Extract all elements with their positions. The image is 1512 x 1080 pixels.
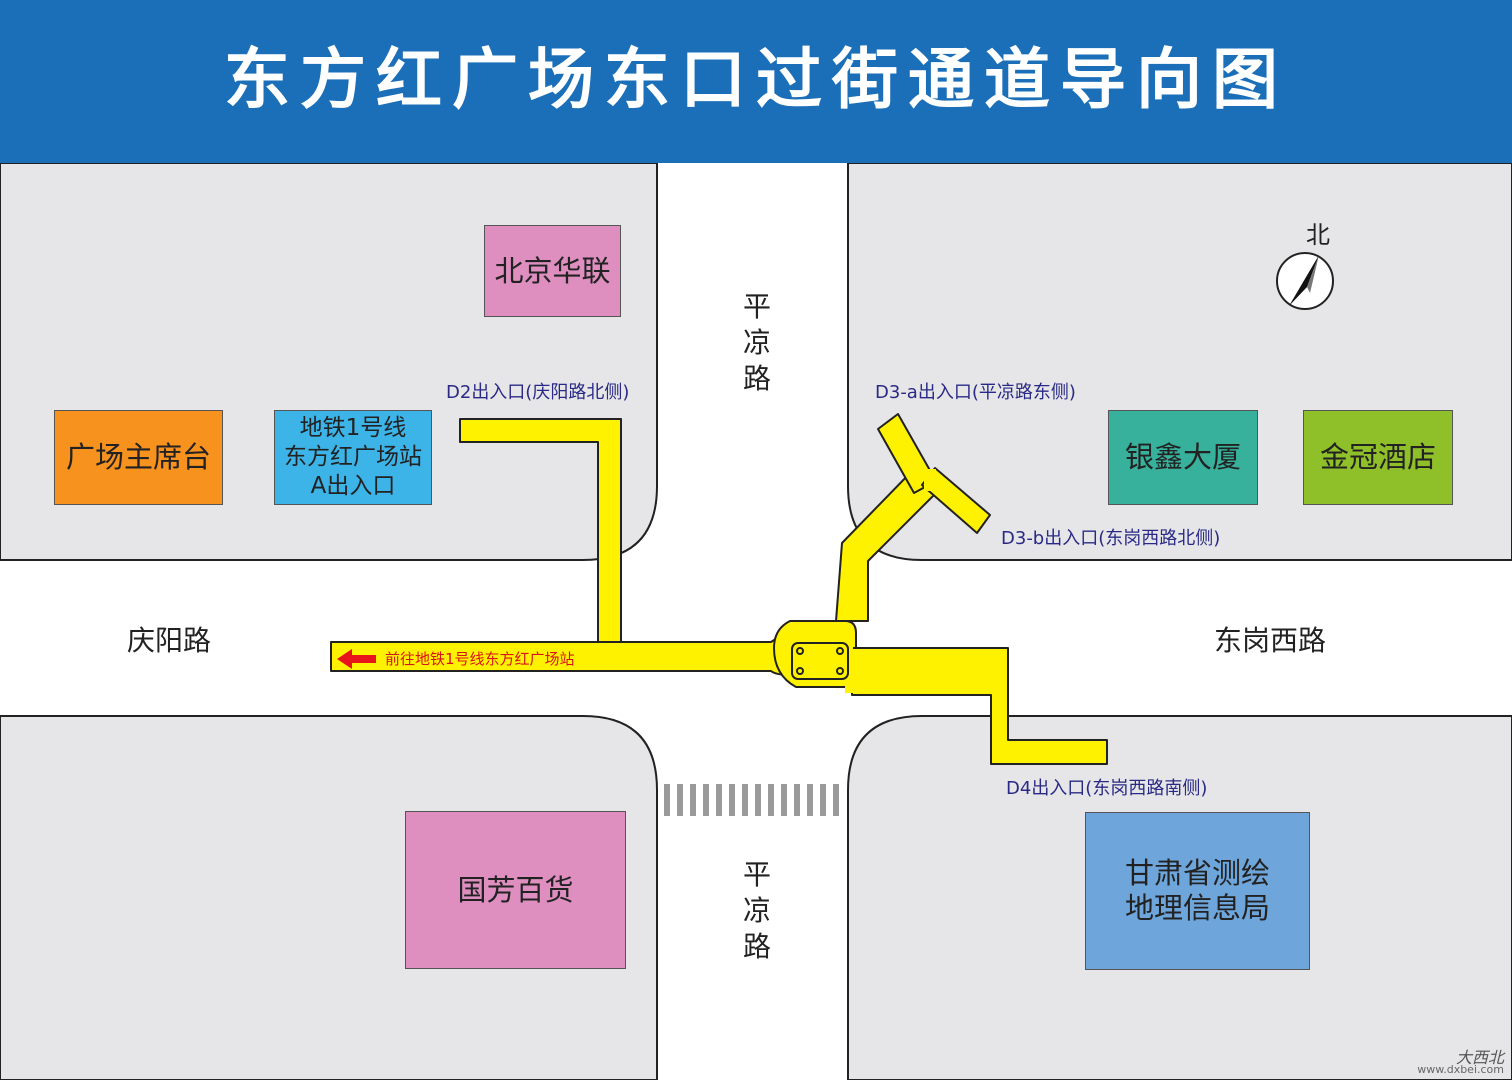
underground-passage [330,413,1108,765]
building-metro-a-exit: 地铁1号线 东方红广场站 A出入口 [274,410,432,505]
building-yinxin: 银鑫大厦 [1108,410,1258,505]
surveying-bureau-label: 甘肃省测绘 地理信息局 [1124,856,1270,925]
title-banner: 东方红广场东口过街通道导向图 [0,0,1512,163]
exit-label-d2: D2出入口(庆阳路北侧) [446,382,630,403]
building-jinguan-hotel: 金冠酒店 [1303,410,1453,505]
direction-arrow-icon [337,649,376,669]
exit-label-d3b: D3-b出入口(东岗西路北侧) [1001,528,1221,549]
metro-a-exit-label: 地铁1号线 东方红广场站 A出入口 [284,415,422,499]
crosswalk [664,784,839,816]
map-area: 北京华联 广场主席台 地铁1号线 东方红广场站 A出入口 银鑫大厦 金冠酒店 国… [0,163,1512,1080]
road-label-east: 东岗西路 [1214,624,1327,657]
block-southwest [0,715,658,1080]
station-hall [791,642,849,680]
exit-label-d4: D4出入口(东岗西路南侧) [1006,778,1208,799]
direction-label: 前往地铁1号线东方红广场站 [385,650,575,668]
building-square-rostrum: 广场主席台 [54,410,223,505]
watermark-url: www.dxbei.com [1417,1063,1504,1076]
exit-label-d3a: D3-a出入口(平凉路东侧) [875,382,1076,403]
road-label-west: 庆阳路 [127,624,212,657]
north-label: 北 [1306,221,1330,249]
north-arrow-icon [1276,252,1334,310]
road-label-south: 平 凉 路 [742,858,771,963]
road-label-north: 平 凉 路 [742,290,771,395]
building-beijing-hualian: 北京华联 [484,225,621,317]
watermark: 大西北 www.dxbei.com [1417,1048,1504,1076]
building-guofang: 国芳百货 [405,811,626,969]
page-title: 东方红广场东口过街通道导向图 [224,41,1288,118]
watermark-name: 大西北 [1455,1048,1504,1067]
building-surveying-bureau: 甘肃省测绘 地理信息局 [1085,812,1310,970]
